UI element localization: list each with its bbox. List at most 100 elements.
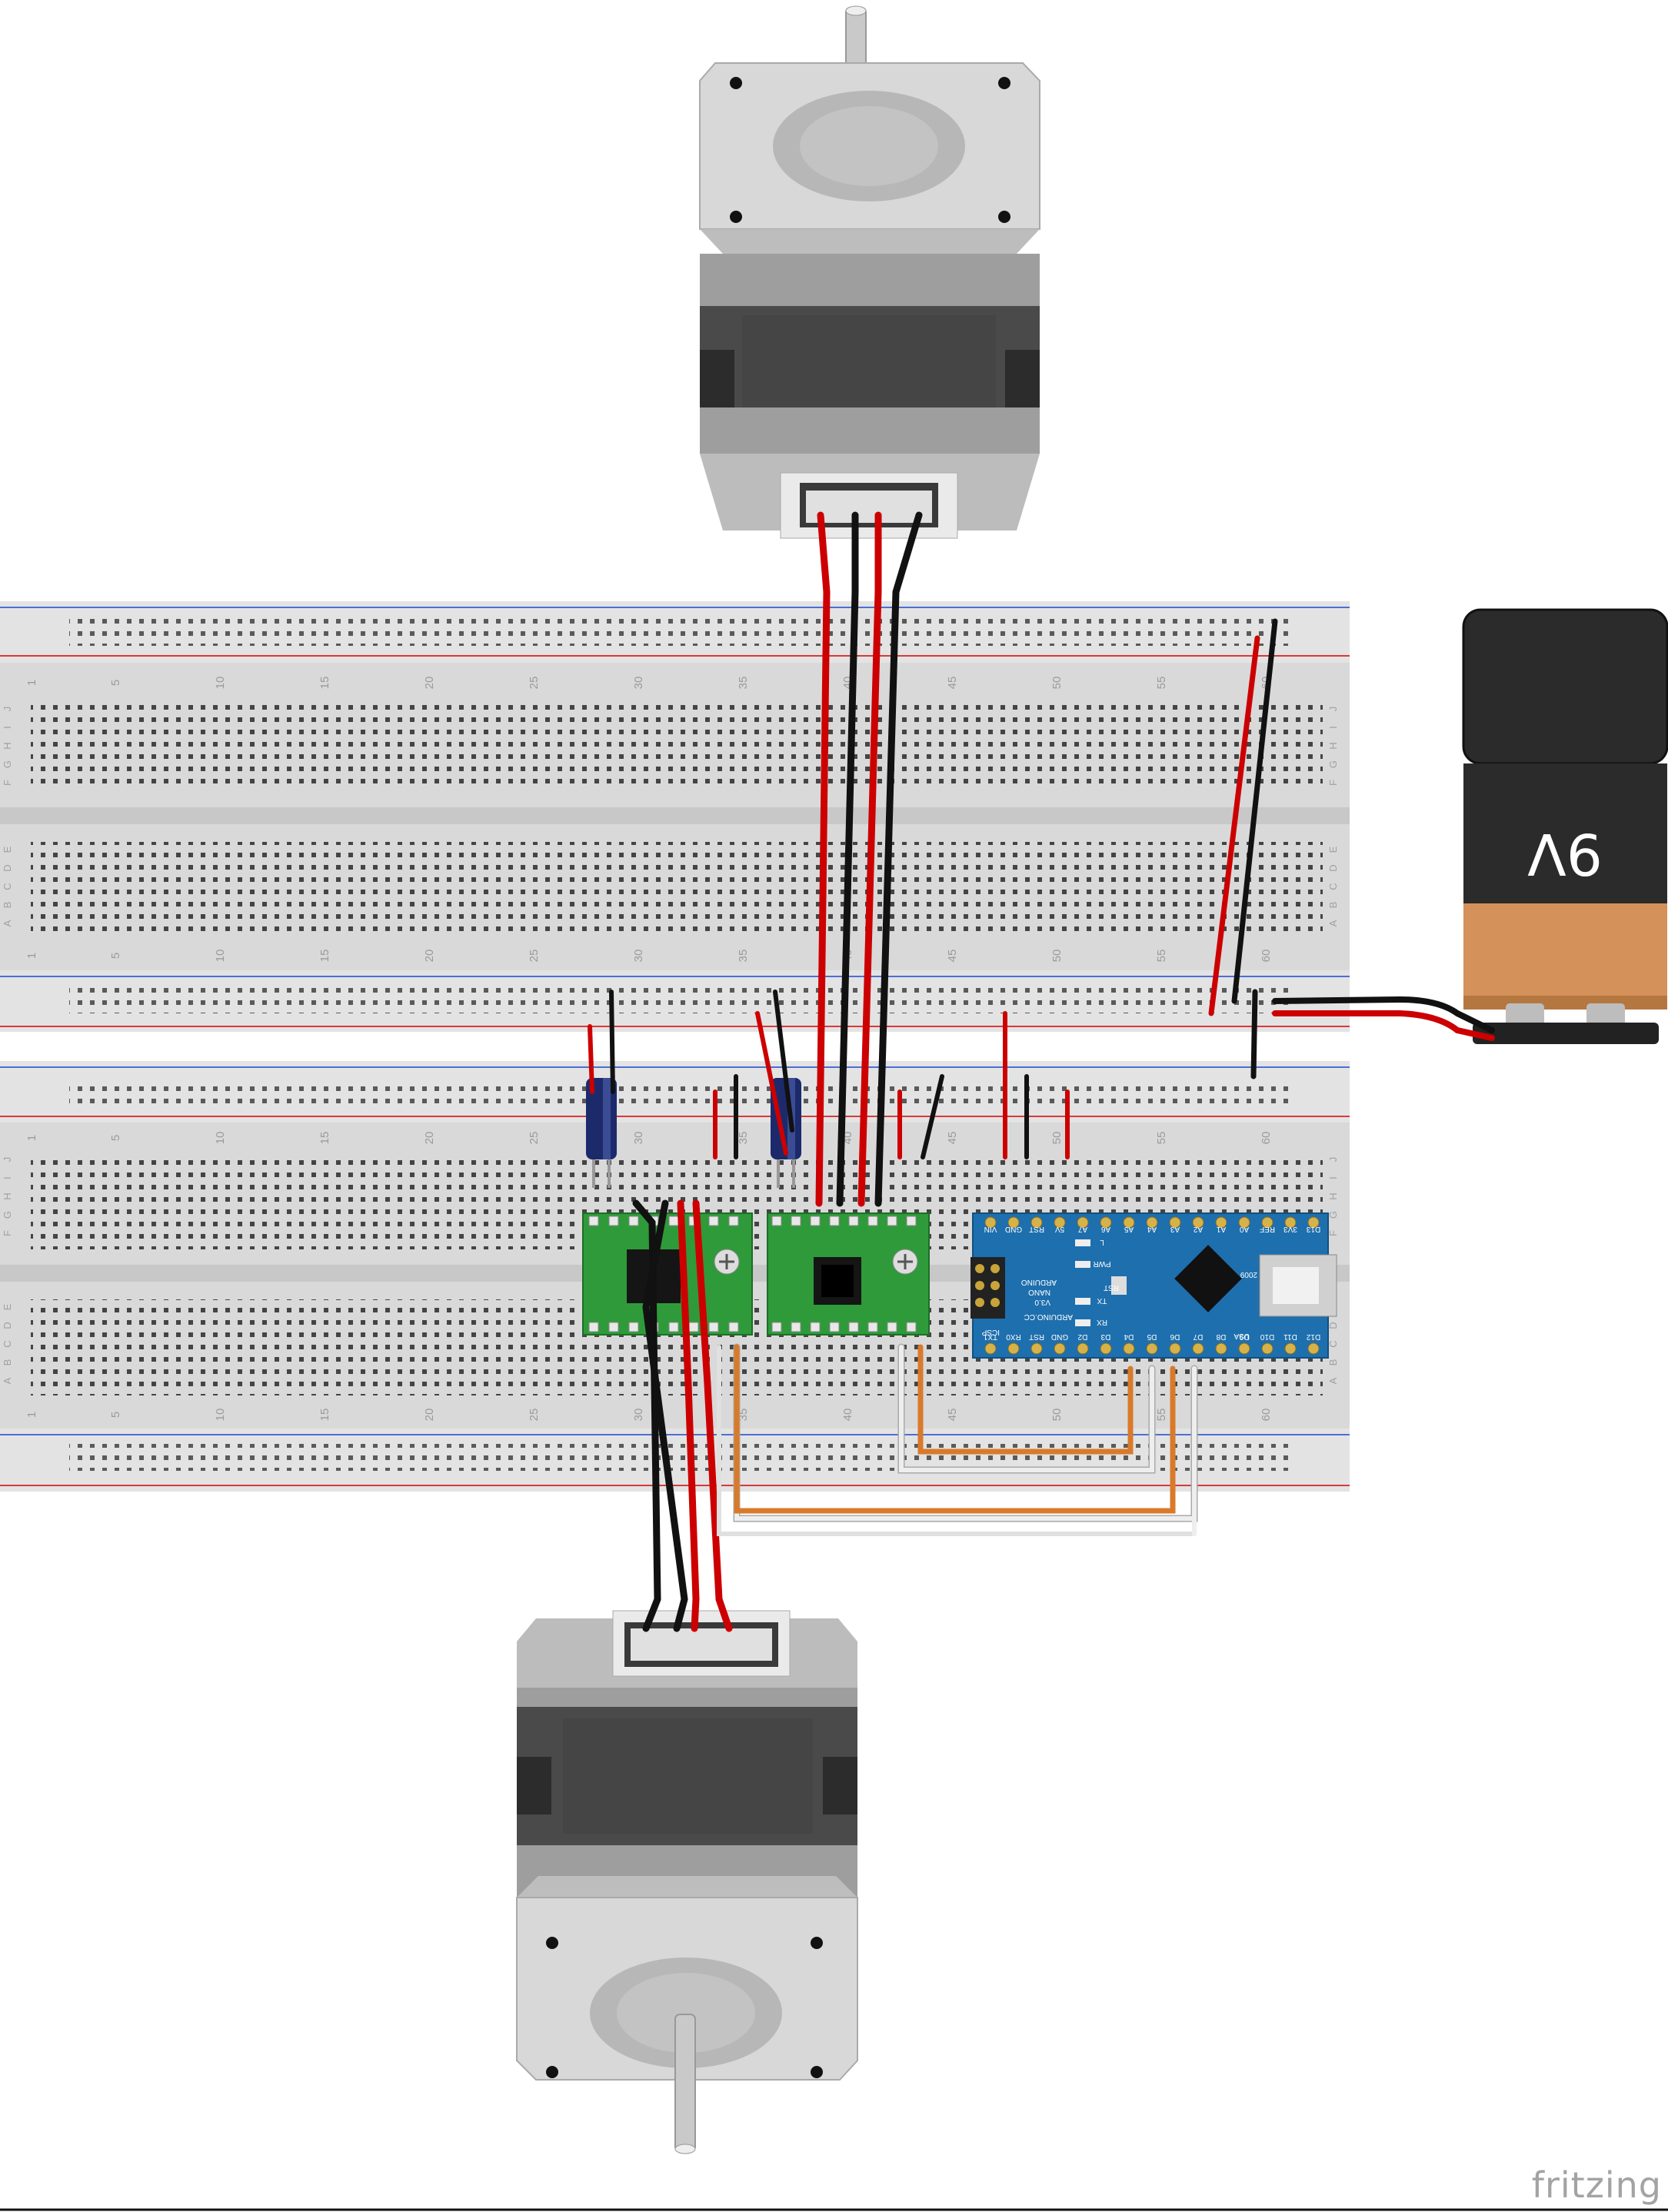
bb2-row-G-right: G <box>1327 1211 1339 1219</box>
arduino-led-label-tx: TX <box>1097 1296 1107 1305</box>
arduino-top-pin-label-2: REF <box>1260 1225 1275 1233</box>
bb2-bottom-col-25: 25 <box>528 1409 541 1422</box>
arduino-icsp-label: ICSP <box>981 1328 1000 1336</box>
arduino-bottom-pin <box>1100 1342 1112 1355</box>
bb2-row-C-left: C <box>2 1340 13 1347</box>
arduino-bottom-pin <box>1261 1342 1273 1355</box>
bb2-top-col-20: 20 <box>423 1132 436 1145</box>
stepper-driver-left <box>582 1212 753 1336</box>
bb2-top-col-35: 35 <box>737 1132 750 1145</box>
arduino-nano: USA 2009 ARDUINO.CC ARDUINO NANO V3.0 IC… <box>971 1212 1337 1359</box>
arduino-bottom-pin <box>1146 1342 1158 1355</box>
bb1-row-C-left: C <box>2 883 13 890</box>
bb2-row-B-left: B <box>2 1359 13 1366</box>
arduino-top-pin <box>1030 1216 1043 1229</box>
driver-left-pin-top <box>728 1216 739 1226</box>
bb1-row-A-right: A <box>1327 920 1339 926</box>
arduino-bottom-pin-label-14: TX1 <box>983 1332 997 1341</box>
bb1-row-J-left: J <box>2 707 13 712</box>
arduino-top-pin <box>1215 1216 1227 1229</box>
bb1-bottom-col-35: 35 <box>737 950 750 963</box>
driver-right-pin-top <box>771 1216 782 1226</box>
arduino-top-pin <box>1284 1216 1297 1229</box>
arduino-top-pin-label-10: A7 <box>1077 1225 1087 1233</box>
bb2-bottom-col-15: 15 <box>318 1409 331 1422</box>
bb2-row-I-right: I <box>1327 1176 1339 1179</box>
bb2-row-F-left: F <box>2 1230 13 1236</box>
icsp-pin <box>990 1281 1000 1290</box>
bb1-top-col-20: 20 <box>423 677 436 690</box>
stepper-motor-top <box>699 5 1040 539</box>
driver-right-pin-bottom <box>791 1322 801 1332</box>
arduino-bottom-pin-label-13: RX0 <box>1006 1332 1021 1341</box>
arduino-bottom-pin-label-10: D2 <box>1077 1332 1087 1341</box>
bb2-row-A-right: A <box>1327 1377 1339 1384</box>
bb2-row-D-right: D <box>1327 1322 1339 1329</box>
bb1-row-I-right: I <box>1327 726 1339 729</box>
bb1-top-col-5: 5 <box>109 680 122 686</box>
bb1-bottom-col-10: 10 <box>214 950 227 963</box>
driver-left-pin-bottom <box>728 1322 739 1332</box>
bb1-top-col-25: 25 <box>528 677 541 690</box>
bb2-row-G-left: G <box>2 1211 13 1219</box>
bb1-row-J-right: J <box>1327 707 1339 712</box>
bb1-top-col-55: 55 <box>1155 677 1168 690</box>
driver-right-pin-bottom <box>829 1322 840 1332</box>
bb1-row-D-left: D <box>2 864 13 871</box>
bb1-bottom-col-5: 5 <box>109 953 122 959</box>
bb2-top-col-1: 1 <box>25 1135 38 1141</box>
arduino-bottom-pin-label-2: D10 <box>1260 1332 1274 1341</box>
bb2-row-H-right: H <box>1327 1192 1339 1199</box>
bb2-row-B-right: B <box>1327 1359 1339 1366</box>
arduino-top-pin-label-8: A5 <box>1124 1225 1134 1233</box>
arduino-top-pin <box>1054 1216 1066 1229</box>
driver-right-pin-bottom <box>887 1322 897 1332</box>
arduino-top-pin-label-4: A1 <box>1216 1225 1226 1233</box>
driver-right-pin-bottom <box>848 1322 859 1332</box>
bb1-bottom-col-15: 15 <box>318 950 331 963</box>
arduino-led-label-l: L <box>1100 1238 1104 1246</box>
arduino-top-pin <box>1077 1216 1089 1229</box>
arduino-top-pin <box>1192 1216 1204 1229</box>
wires <box>588 511 1495 1632</box>
bb1-row-H-right: H <box>1327 742 1339 749</box>
icsp-pin <box>990 1298 1000 1307</box>
arduino-top-pin-label-6: A3 <box>1170 1225 1180 1233</box>
arduino-board-name-3: V3.0 <box>1034 1298 1050 1306</box>
driver-right-pin-bottom <box>906 1322 917 1332</box>
icsp-pin <box>975 1264 984 1273</box>
arduino-top-pin <box>1261 1216 1273 1229</box>
bb1-top-col-10: 10 <box>214 677 227 690</box>
driver-left-pin-bottom <box>708 1322 719 1332</box>
bb2-row-J-left: J <box>2 1157 13 1163</box>
arduino-top-pin-label-12: RST <box>1029 1225 1044 1233</box>
bb2-row-J-right: J <box>1327 1157 1339 1163</box>
bb2-row-I-left: I <box>2 1176 13 1179</box>
arduino-bottom-pin-label-5: D7 <box>1193 1332 1203 1341</box>
stepper-driver-right <box>767 1212 930 1336</box>
arduino-usa-label: USA <box>1234 1332 1250 1340</box>
bb2-row-H-left: H <box>2 1192 13 1199</box>
arduino-led-label-pwr: PWR <box>1093 1259 1110 1268</box>
driver-left-pin-bottom <box>668 1322 679 1332</box>
battery-label: 9V <box>1527 820 1603 886</box>
driver-left-pin-top <box>608 1216 619 1226</box>
driver-left-pin-bottom <box>688 1322 699 1332</box>
arduino-bottom-pin <box>1169 1342 1181 1355</box>
arduino-bottom-pin-label-1: D11 <box>1283 1332 1297 1341</box>
bb1-top-col-45: 45 <box>946 677 959 690</box>
driver-right-pin-bottom <box>810 1322 821 1332</box>
arduino-top-pin-label-7: A4 <box>1147 1225 1157 1233</box>
bb1-bottom-col-45: 45 <box>946 950 959 963</box>
arduino-board-name-2: NANO <box>1028 1288 1050 1296</box>
bb2-bottom-col-45: 45 <box>946 1409 959 1422</box>
arduino-year-label: 2009 <box>1240 1270 1257 1279</box>
driver-right-pin-top <box>829 1216 840 1226</box>
bb1-top-col-30: 30 <box>632 677 645 690</box>
bb2-bottom-col-40: 40 <box>841 1409 854 1422</box>
arduino-bottom-pin <box>1123 1342 1135 1355</box>
bb1-bottom-col-30: 30 <box>632 950 645 963</box>
arduino-top-pin <box>1146 1216 1158 1229</box>
